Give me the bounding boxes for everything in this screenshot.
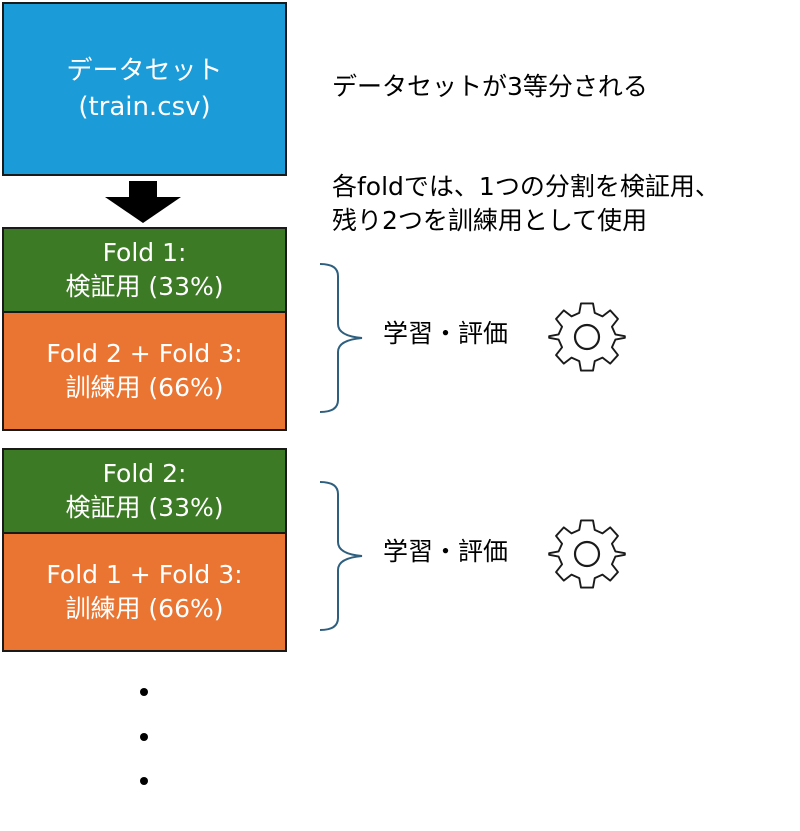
- gear-icon: [548, 519, 626, 589]
- training-fold-box: Fold 1 + Fold 3: 訓練用 (66%): [2, 532, 287, 652]
- training-fold-name: Fold 2 + Fold 3:: [46, 339, 243, 368]
- dataset-title: データセット: [66, 56, 223, 86]
- training-fold-name: Fold 1 + Fold 3:: [46, 560, 243, 589]
- ellipsis-dot: [140, 688, 148, 696]
- fold-usage-note: 各foldでは、1つの分割を検証用、 残り2つを訓練用として使用: [332, 170, 720, 238]
- right-brace-icon: [319, 263, 363, 413]
- fold-usage-note-line: 残り2つを訓練用として使用: [332, 206, 648, 235]
- validation-fold-box: Fold 2: 検証用 (33%): [2, 448, 287, 534]
- validation-fold-share: 検証用 (33%): [65, 493, 224, 522]
- training-fold-box: Fold 2 + Fold 3: 訓練用 (66%): [2, 311, 287, 431]
- validation-fold-box: Fold 1: 検証用 (33%): [2, 227, 287, 313]
- split-note-text: データセットが3等分される: [332, 72, 648, 101]
- validation-fold-share: 検証用 (33%): [65, 272, 224, 301]
- right-brace-icon: [319, 481, 363, 631]
- validation-fold-name: Fold 2:: [102, 459, 187, 488]
- validation-fold-name: Fold 1:: [102, 238, 187, 267]
- dataset-filename: (train.csv): [78, 92, 211, 122]
- dataset-box: データセット (train.csv): [2, 2, 287, 176]
- down-arrow-icon: [105, 181, 181, 223]
- training-fold-share: 訓練用 (66%): [65, 373, 224, 402]
- ellipsis-dot: [140, 777, 148, 785]
- fold-usage-note-line: 各foldでは、1つの分割を検証用、: [332, 172, 720, 201]
- train-evaluate-label: 学習・評価: [383, 319, 509, 348]
- split-note: データセットが3等分される: [332, 70, 648, 104]
- training-fold-share: 訓練用 (66%): [65, 594, 224, 623]
- ellipsis-dot: [140, 733, 148, 741]
- gear-icon: [548, 302, 626, 372]
- train-evaluate-label: 学習・評価: [383, 537, 509, 566]
